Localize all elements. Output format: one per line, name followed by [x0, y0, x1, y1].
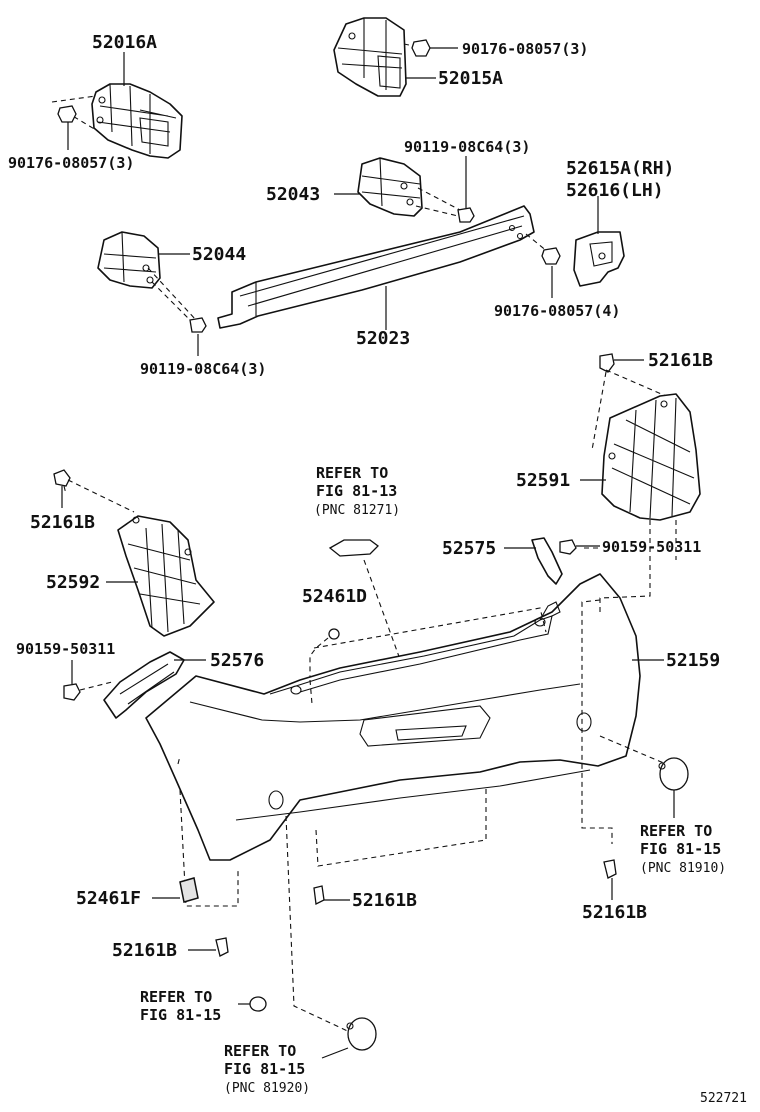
label-refer-81910-line3: (PNC 81910) — [640, 861, 726, 876]
cap-small[interactable] — [249, 996, 267, 1012]
label-90119-08C64-bottom: 90119-08C64(3) — [140, 360, 266, 378]
label-refer-81920-line2: FIG 81-15 — [224, 1060, 305, 1078]
clip-52161B-top-right[interactable] — [599, 353, 615, 373]
lamp-81271[interactable] — [328, 539, 379, 557]
label-refer-81910-line2: FIG 81-15 — [640, 840, 721, 858]
clip-52161B-right[interactable] — [603, 859, 617, 879]
label-52461D: 52461D — [302, 586, 367, 607]
clip-52461D[interactable] — [328, 628, 340, 640]
label-refer-81920-line1: REFER TO — [224, 1042, 296, 1060]
bolt-90119-bottom[interactable] — [189, 317, 207, 333]
bracket-52615A-52616[interactable] — [573, 231, 625, 287]
label-90159-50311-left: 90159-50311 — [16, 640, 115, 658]
label-52161B-bottom: 52161B — [112, 940, 177, 961]
clip-52161B-bottom[interactable] — [215, 937, 229, 957]
label-52044: 52044 — [192, 244, 246, 265]
label-52159: 52159 — [666, 650, 720, 671]
label-52591: 52591 — [516, 470, 570, 491]
label-90176-08057-left: 90176-08057(3) — [8, 154, 134, 172]
label-90159-50311-right: 90159-50311 — [602, 538, 701, 556]
label-52161B-center: 52161B — [352, 890, 417, 911]
piece-52591[interactable] — [601, 393, 701, 521]
label-52016A: 52016A — [92, 32, 157, 53]
nut-90176-left[interactable] — [57, 105, 77, 123]
label-90176-08057-top: 90176-08057(3) — [462, 40, 588, 58]
diagram-id: 522721 — [700, 1091, 747, 1106]
label-52161B-right: 52161B — [582, 902, 647, 923]
label-52161B-left: 52161B — [30, 512, 95, 533]
bracket-52016A[interactable] — [91, 83, 183, 159]
label-refer-81271-line3: (PNC 81271) — [314, 503, 400, 518]
nut-90176-top[interactable] — [411, 39, 431, 57]
label-90176-08057-right: 90176-08057(4) — [494, 302, 620, 320]
bracket-52044[interactable] — [97, 231, 161, 289]
label-refer-81910-line1: REFER TO — [640, 822, 712, 840]
label-52461F: 52461F — [76, 888, 141, 909]
clip-52461F[interactable] — [179, 877, 199, 903]
label-refer-81271-line2: FIG 81-13 — [316, 482, 397, 500]
screw-90159-right[interactable] — [559, 539, 577, 555]
label-52616-LH: 52616(LH) — [566, 180, 664, 201]
bracket-52576[interactable] — [103, 651, 185, 719]
label-52575: 52575 — [442, 538, 496, 559]
nut-90176-right[interactable] — [541, 247, 561, 265]
label-90119-08C64-top: 90119-08C64(3) — [404, 138, 530, 156]
bumper-cover-52159[interactable] — [145, 573, 641, 861]
bracket-52015A[interactable] — [333, 17, 407, 97]
label-refer-81271-line1: REFER TO — [316, 464, 388, 482]
cap-81920[interactable] — [346, 1017, 377, 1051]
label-52161B-top-right: 52161B — [648, 350, 713, 371]
label-52015A: 52015A — [438, 68, 503, 89]
cap-81910[interactable] — [658, 757, 689, 791]
label-52592: 52592 — [46, 572, 100, 593]
bracket-52575[interactable] — [531, 537, 563, 585]
clip-52161B-center[interactable] — [313, 885, 325, 905]
label-52576: 52576 — [210, 650, 264, 671]
label-52615A-RH: 52615A(RH) — [566, 158, 674, 179]
piece-52592[interactable] — [117, 515, 215, 637]
bolt-90119-top[interactable] — [457, 207, 475, 223]
screw-90159-left[interactable] — [63, 683, 81, 701]
clip-52161B-left[interactable] — [53, 469, 71, 487]
label-52043: 52043 — [266, 184, 320, 205]
label-refer-small-line1: REFER TO — [140, 988, 212, 1006]
reinforcement-52023[interactable] — [217, 205, 535, 329]
label-52023: 52023 — [356, 328, 410, 349]
label-refer-81920-line3: (PNC 81920) — [224, 1081, 310, 1096]
bracket-52043[interactable] — [357, 157, 423, 217]
label-refer-small-line2: FIG 81-15 — [140, 1006, 221, 1024]
